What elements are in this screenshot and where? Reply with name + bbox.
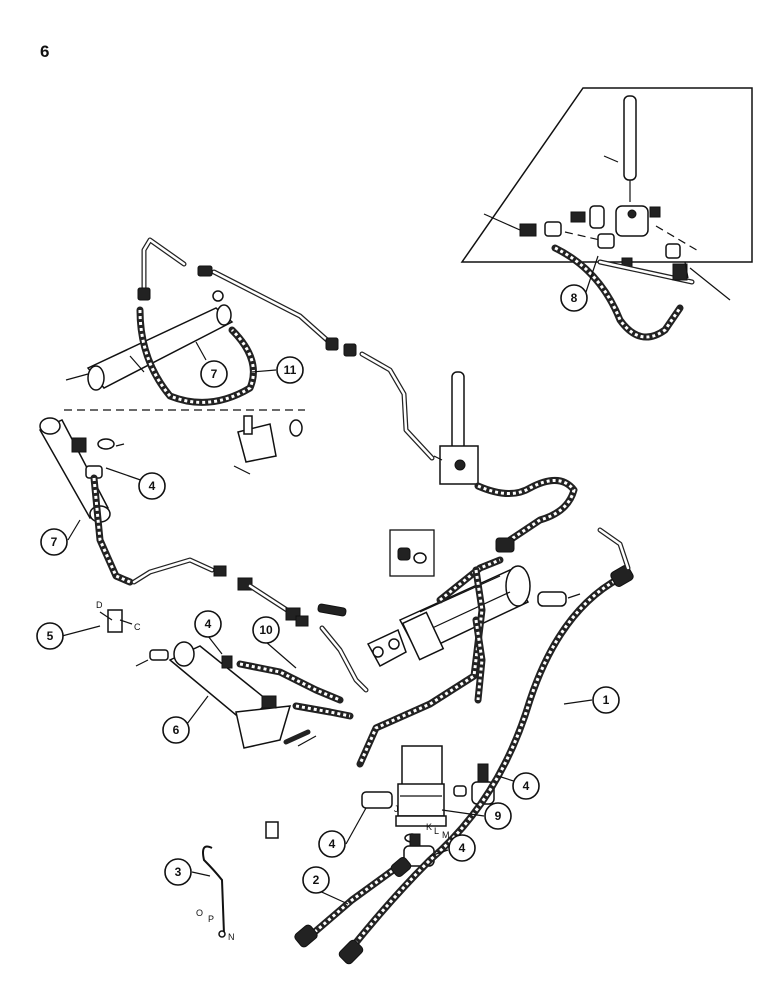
page-number: 6 bbox=[40, 42, 50, 61]
callout-4-bottom: 4 bbox=[448, 834, 476, 862]
callout-4-right: 4 bbox=[512, 772, 540, 800]
callout-7-lower-label: 7 bbox=[51, 535, 58, 549]
callout-4-top: 4 bbox=[138, 472, 166, 500]
callout-4-mid: 4 bbox=[194, 610, 222, 638]
letter-p: P bbox=[208, 914, 214, 924]
callout-10: 10 bbox=[252, 616, 280, 644]
callout-9-label: 9 bbox=[495, 809, 502, 823]
main-cylinder bbox=[356, 556, 581, 768]
callout-7-upper: 7 bbox=[200, 360, 228, 388]
letter-d: D bbox=[96, 600, 103, 610]
clip-3 bbox=[202, 821, 279, 938]
callout-8-label: 8 bbox=[571, 291, 578, 305]
upper-cylinder-assembly bbox=[64, 237, 435, 475]
small-detail-box bbox=[389, 529, 435, 577]
letter-m: M bbox=[442, 830, 450, 840]
letter-j: J bbox=[394, 804, 399, 814]
callout-7-lower: 7 bbox=[40, 528, 68, 556]
callout-4-left: 4 bbox=[318, 830, 346, 858]
callout-7-upper-label: 7 bbox=[211, 367, 218, 381]
left-cylinder-assembly bbox=[38, 417, 369, 693]
letter-k: K bbox=[426, 822, 432, 832]
callout-3-label: 3 bbox=[175, 865, 182, 879]
inset-detail-panel bbox=[460, 87, 753, 341]
callout-4-mid-label: 4 bbox=[205, 617, 212, 631]
callout-2: 2 bbox=[302, 866, 330, 894]
callout-1-label: 1 bbox=[603, 693, 610, 707]
callout-4-right-label: 4 bbox=[523, 779, 530, 793]
lower-cylinder-assembly bbox=[135, 641, 354, 749]
callout-6: 6 bbox=[162, 716, 190, 744]
callout-8: 8 bbox=[560, 284, 588, 312]
hose-2 bbox=[294, 856, 412, 948]
callout-2-label: 2 bbox=[313, 873, 320, 887]
callout-11: 11 bbox=[276, 356, 304, 384]
callout-4-left-label: 4 bbox=[329, 837, 336, 851]
callout-3: 3 bbox=[164, 858, 192, 886]
callout-6-label: 6 bbox=[173, 723, 180, 737]
letter-c: C bbox=[134, 622, 141, 632]
control-valve bbox=[433, 371, 578, 553]
letter-o: O bbox=[196, 908, 203, 918]
callout-10-label: 10 bbox=[259, 623, 273, 637]
callout-11-label: 11 bbox=[284, 363, 297, 377]
letter-n: N bbox=[228, 932, 235, 942]
hose-1 bbox=[338, 527, 634, 965]
letter-l: L bbox=[434, 826, 439, 836]
callout-5: 5 bbox=[36, 622, 64, 650]
callout-4-top-label: 4 bbox=[149, 479, 156, 493]
callout-4-bottom-label: 4 bbox=[459, 841, 466, 855]
callout-5-label: 5 bbox=[47, 629, 54, 643]
callout-9: 9 bbox=[484, 802, 512, 830]
callout-1: 1 bbox=[592, 686, 620, 714]
